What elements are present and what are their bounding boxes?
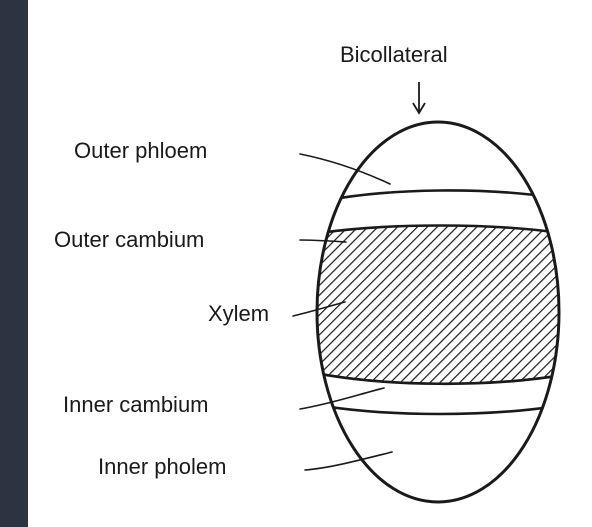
- label-xylem: Xylem: [208, 301, 269, 326]
- xylem-region: [300, 226, 580, 384]
- bicollateral-title: Bicollateral: [340, 42, 448, 67]
- label-outer-phloem: Outer phloem: [74, 138, 207, 163]
- label-inner-cambium: Inner cambium: [63, 392, 209, 417]
- label-outer-cambium: Outer cambium: [54, 227, 204, 252]
- label-inner-phloem: Inner pholem: [98, 454, 226, 479]
